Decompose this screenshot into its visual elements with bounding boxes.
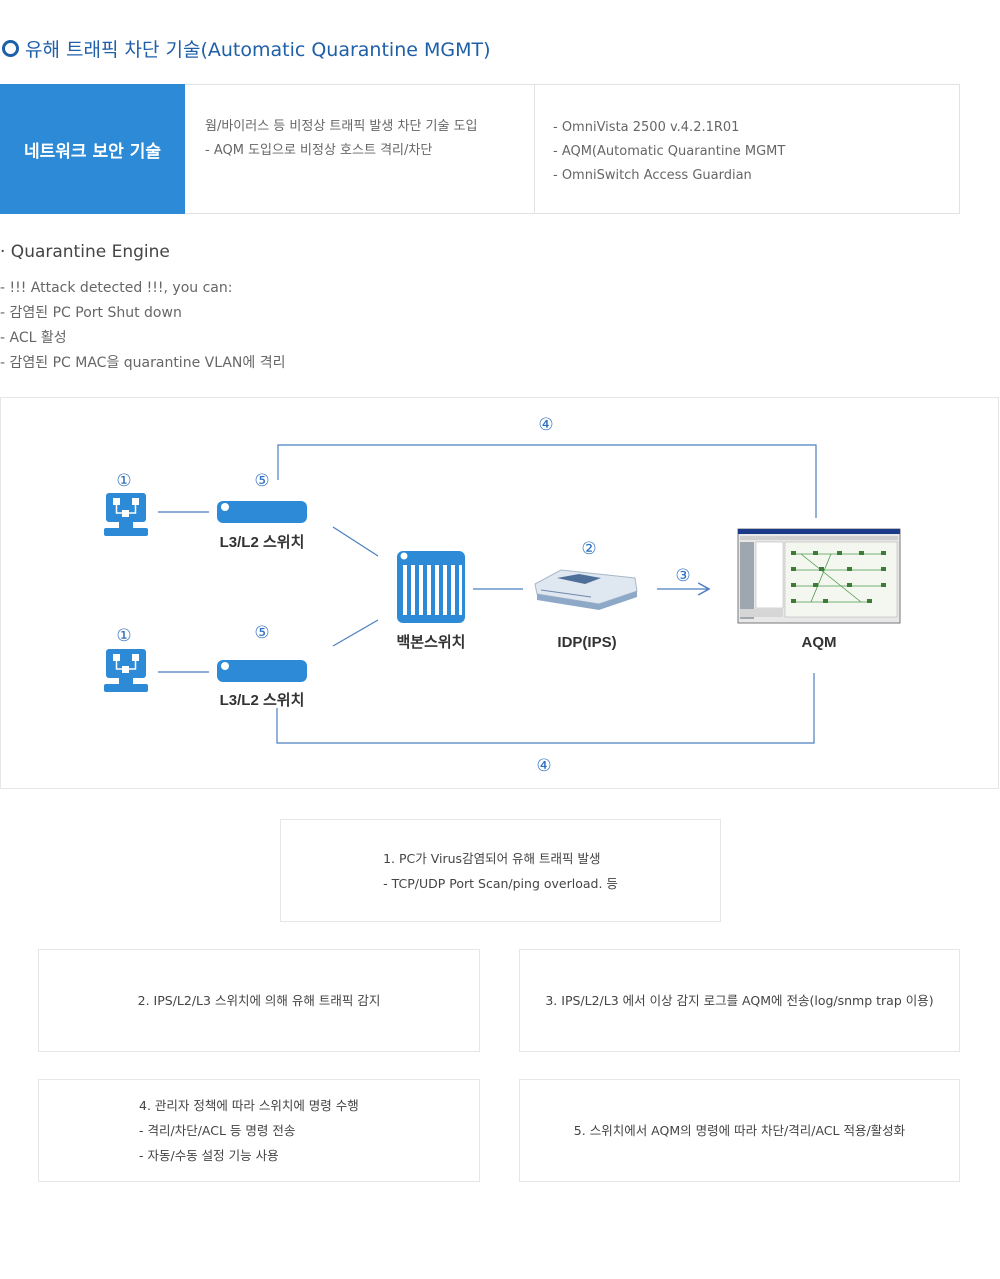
network-pc-icon	[104, 493, 148, 536]
tech-summary-table: 네트워크 보안 기술 웜/바이러스 등 비정상 트래픽 발생 차단 기술 도입 …	[0, 84, 960, 214]
step-4-marker: ④	[536, 756, 551, 776]
section-title-text: 유해 트래픽 차단 기술(Automatic Quarantine MGMT)	[25, 38, 491, 61]
tech-description-line: - AQM 도입으로 비정상 호스트 격리/차단	[205, 143, 433, 158]
step-3-marker: ③	[675, 566, 690, 586]
tech-product-line: - OmniSwitch Access Guardian	[553, 168, 752, 183]
step-5-marker: ⑤	[254, 471, 269, 491]
note-line: - TCP/UDP Port Scan/ping overload. 등	[383, 875, 618, 891]
network-diagram: L3/L2 스위치 L3/L2 스위치 백본스위치 IDP(IPS) AQM ①…	[0, 397, 999, 789]
step-1-marker: ①	[116, 471, 131, 491]
note-step-5: 5. 스위치에서 AQM의 명령에 따라 차단/격리/ACL 적용/활성화	[519, 1079, 960, 1182]
note-step-4-content: 4. 관리자 정책에 따라 스위치에 명령 수행 - 격리/차단/ACL 등 명…	[139, 1093, 379, 1168]
switch-icon	[217, 501, 307, 523]
note-step-1-content: 1. PC가 Virus감염되어 유해 트래픽 발생 - TCP/UDP Por…	[383, 846, 618, 896]
aqm-label: AQM	[802, 634, 837, 651]
section-title: 유해 트래픽 차단 기술(Automatic Quarantine MGMT)	[0, 34, 491, 62]
note-line: 5. 스위치에서 AQM의 명령에 따라 차단/격리/ACL 적용/활성화	[573, 1123, 906, 1138]
engine-line: - 감염된 PC MAC을 quarantine VLAN에 격리	[0, 355, 286, 371]
connection-lines	[158, 444, 817, 744]
network-pc-icon	[104, 649, 148, 692]
tech-products: - OmniVista 2500 v.4.2.1R01 - AQM(Automa…	[535, 85, 785, 213]
note-line: 3. IPS/L2/L3 에서 이상 감지 로그를 AQM에 전송(log/sn…	[545, 993, 934, 1008]
switch-top-label: L3/L2 스위치	[220, 534, 305, 551]
idp-label: IDP(IPS)	[557, 634, 616, 651]
switch-backbone-link-top	[332, 526, 379, 557]
switch-backbone-link-bottom	[332, 619, 379, 647]
diagram-canvas: L3/L2 스위치 L3/L2 스위치 백본스위치 IDP(IPS) AQM ①…	[104, 415, 901, 776]
note-line: 1. PC가 Virus감염되어 유해 트래픽 발생	[383, 850, 601, 866]
backbone-switch-icon	[397, 551, 465, 623]
note-line: - 격리/차단/ACL 등 명령 전송	[139, 1123, 296, 1138]
tech-product-line: - OmniVista 2500 v.4.2.1R01	[553, 120, 740, 135]
engine-line: - !!! Attack detected !!!, you can:	[0, 280, 233, 296]
tech-label: 네트워크 보안 기술	[0, 84, 185, 214]
aqm-command-path-top	[277, 444, 817, 518]
switch-bottom-label: L3/L2 스위치	[220, 692, 305, 709]
note-step-1: 1. PC가 Virus감염되어 유해 트래픽 발생 - TCP/UDP Por…	[280, 819, 721, 922]
ring-bullet-icon	[2, 39, 19, 57]
engine-title: · Quarantine Engine	[0, 242, 170, 262]
engine-list: - !!! Attack detected !!!, you can: - 감염…	[0, 276, 285, 376]
ips-device-icon	[534, 569, 638, 610]
backbone-label: 백본스위치	[396, 634, 465, 651]
tech-product-line: - AQM(Automatic Quarantine MGMT	[553, 144, 786, 159]
tech-description: 웜/바이러스 등 비정상 트래픽 발생 차단 기술 도입 - AQM 도입으로 …	[185, 85, 535, 213]
step-1-marker: ①	[116, 626, 131, 646]
note-line: 4. 관리자 정책에 따라 스위치에 명령 수행	[139, 1098, 359, 1113]
aqm-command-path-bottom	[276, 673, 815, 744]
step-4-marker: ④	[538, 415, 553, 435]
switch-icon	[217, 660, 307, 682]
tech-description-line: 웜/바이러스 등 비정상 트래픽 발생 차단 기술 도입	[205, 119, 478, 134]
note-step-3: 3. IPS/L2/L3 에서 이상 감지 로그를 AQM에 전송(log/sn…	[519, 949, 960, 1052]
step-5-marker: ⑤	[254, 623, 269, 643]
engine-line: - ACL 활성	[0, 330, 67, 346]
note-line: - 자동/수동 설정 기능 사용	[139, 1148, 279, 1163]
note-line: 2. IPS/L2/L3 스위치에 의해 유해 트래픽 감지	[137, 993, 381, 1008]
engine-line: - 감염된 PC Port Shut down	[0, 305, 182, 321]
note-step-2: 2. IPS/L2/L3 스위치에 의해 유해 트래픽 감지	[38, 949, 480, 1052]
note-step-4: 4. 관리자 정책에 따라 스위치에 명령 수행 - 격리/차단/ACL 등 명…	[38, 1079, 480, 1182]
step-2-marker: ②	[581, 539, 596, 559]
aqm-screen-icon	[737, 528, 901, 624]
